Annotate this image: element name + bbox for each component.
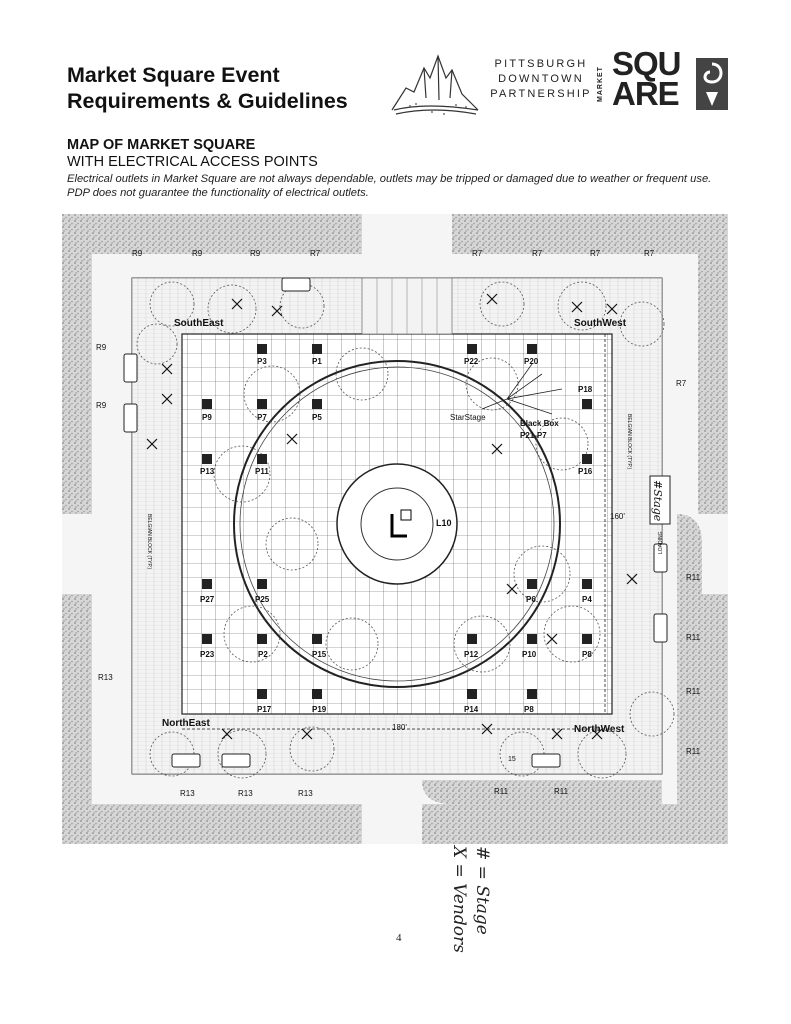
perimeter-label: R7 [310, 249, 321, 258]
outlet-label: P7 [257, 413, 267, 422]
outlet-label: P27 [200, 595, 215, 604]
outlet-label: P2 [258, 650, 268, 659]
brand-line-2: ARE [612, 75, 680, 112]
outlet-label: P15 [312, 650, 327, 659]
outlet-label: P22 [464, 357, 479, 366]
outlet-label: P18 [578, 385, 593, 394]
outlet-label: P16 [578, 467, 593, 476]
outlet-label: P3 [257, 357, 267, 366]
perimeter-label: R13 [98, 673, 113, 682]
outlet-label: P9 [202, 413, 212, 422]
outlet-label: P13 [200, 467, 215, 476]
black-box-label: Black Box [520, 419, 559, 428]
map-subheading: WITH ELECTRICAL ACCESS POINTS [67, 154, 318, 170]
title-line-1: Market Square Event [67, 63, 280, 87]
perimeter-label: R9 [132, 249, 143, 258]
perimeter-label: R13 [238, 789, 253, 798]
outlet-label: P8 [524, 705, 534, 714]
dimension-bottom: 180' [392, 723, 407, 732]
vendor-x-marks [146, 293, 638, 740]
title-line-2: Requirements & Guidelines [67, 89, 348, 113]
perimeter-label: R9 [96, 343, 107, 352]
outlet-label: P11 [255, 467, 269, 476]
dimension-right: 160' [610, 512, 625, 521]
perimeter-label: R7 [472, 249, 483, 258]
plaza [131, 277, 663, 775]
outlet-label: P1 [312, 357, 322, 366]
partner-line-2: DOWNTOWN [498, 73, 584, 85]
parked-vehicles [123, 277, 668, 768]
perimeter-label: R7 [644, 249, 655, 258]
belgian-block-left: BELGIAN BLOCK (TYP.) [146, 514, 152, 570]
market-square-logo: SQU ARE [612, 45, 682, 112]
outlet-label: P23 [200, 650, 215, 659]
market-square-swirl-icon [696, 58, 728, 110]
outlet-label: P5 [312, 413, 322, 422]
outlet-label: P4 [582, 595, 592, 604]
perimeter-label: R11 [494, 787, 509, 796]
perimeter-label: R9 [250, 249, 261, 258]
loading-label: LOADING [658, 531, 664, 554]
outlet-label: P25 [255, 595, 270, 604]
outlet-label: P8 [582, 650, 592, 659]
perimeter-label: R11 [686, 573, 701, 582]
page-number: 4 [396, 932, 402, 944]
perimeter-label: R11 [686, 747, 701, 756]
perimeter-label: R11 [686, 687, 701, 696]
black-box-outlets: P21-P7 [520, 431, 547, 440]
stage-pointer-lines [481, 363, 563, 415]
outlet-label: P17 [257, 705, 272, 714]
market-vertical-text: MARKET [597, 66, 604, 102]
market-square-map: SouthEast SouthWest NorthEast NorthWest … [62, 214, 728, 844]
partner-wordmark: PITTSBURGH DOWNTOWN PARTNERSHIP [490, 57, 592, 102]
perimeter-label: R11 [686, 633, 701, 642]
street-ring [62, 214, 728, 844]
corner-label-northeast: NorthEast [162, 718, 210, 729]
outlet-label: P6 [526, 595, 536, 604]
perimeter-label: R9 [96, 401, 107, 410]
parking-number: 15 [508, 756, 516, 763]
outlet-label: P12 [464, 650, 479, 659]
outlet-markers [202, 344, 592, 699]
perimeter-label: R9 [192, 249, 203, 258]
corner-label-southeast: SouthEast [174, 318, 224, 329]
perimeter-label: R13 [180, 789, 195, 798]
brand-line-1: SQU [612, 45, 682, 82]
corner-label-northwest: NorthWest [574, 724, 625, 735]
perimeter-label: R7 [532, 249, 543, 258]
handwritten-legend-vendors: X = Vendors [449, 846, 469, 953]
belgian-block-right: BELGIAN BLOCK (TYP.) [626, 414, 632, 470]
outlet-label: P10 [522, 650, 537, 659]
document-title: Market Square Event Requirements & Guide… [67, 62, 348, 114]
perimeter-label: R7 [590, 249, 601, 258]
outlet-label: P14 [464, 705, 479, 714]
perimeter-labels: R9 R9 R9 R7 R7 R7 R7 R7 R9 R9 R13 R7 R11… [96, 249, 701, 798]
perimeter-label: R13 [298, 789, 313, 798]
logo-area: PITTSBURGH DOWNTOWN PARTNERSHIP MARKET S… [386, 45, 736, 120]
map-heading: MAP OF MARKET SQUARE [67, 137, 256, 153]
handwritten-stage-mark: #Stage [649, 475, 671, 525]
handwritten-legend-stage: # = Stage [472, 846, 492, 935]
center-label: L10 [436, 518, 452, 528]
perimeter-label: R7 [676, 379, 687, 388]
electrical-disclaimer: Electrical outlets in Market Square are … [67, 173, 712, 199]
partner-line-1: PITTSBURGH [494, 58, 588, 70]
outlet-label: P19 [312, 705, 327, 714]
handwritten-stage-text: #Stage [651, 480, 664, 522]
corner-label-southwest: SouthWest [574, 318, 627, 329]
outlet-label: P20 [524, 357, 539, 366]
perimeter-label: R11 [554, 787, 569, 796]
outlet-labels: P3 P1 P22 P20 P18 P9 P7 P5 P13 P11 P16 P… [200, 357, 593, 714]
partner-line-3: PARTNERSHIP [490, 88, 592, 100]
star-stage-label: StarStage [450, 413, 486, 422]
pdp-skyline-logo [391, 54, 479, 115]
